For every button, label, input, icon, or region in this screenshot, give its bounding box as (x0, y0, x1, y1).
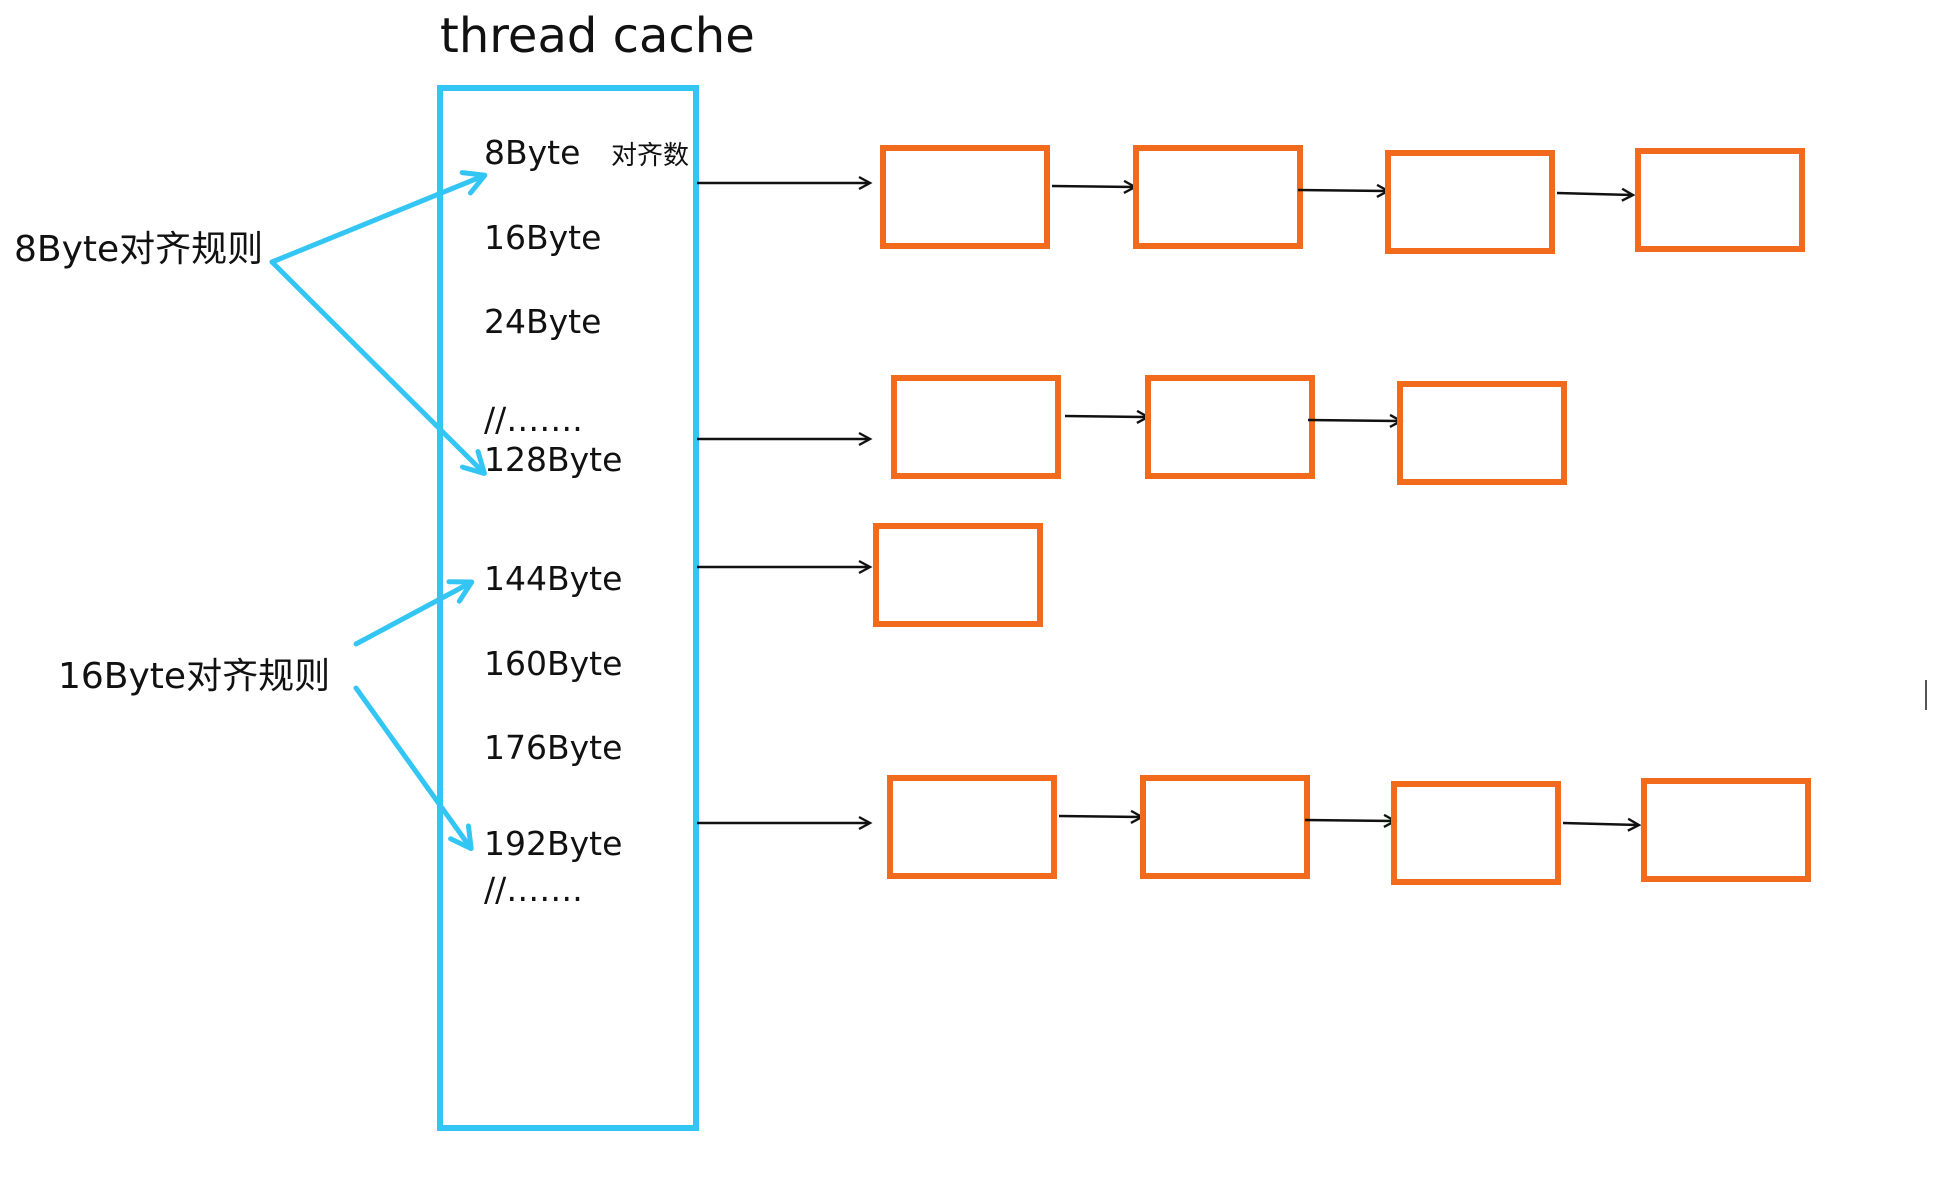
free-block (1145, 375, 1315, 479)
free-block (1635, 148, 1805, 252)
alignment-note: 对齐数 (611, 141, 690, 171)
free-block (1391, 781, 1561, 885)
rule-arrow-to-128byte (269, 259, 487, 476)
next-arrow (1051, 179, 1138, 194)
size-class-label: 8Byte (484, 133, 581, 172)
free-list-8byte (697, 145, 1805, 254)
diagram-title: thread cache (440, 8, 755, 64)
free-list-144byte (697, 523, 1043, 627)
thread-cache-box (437, 85, 699, 1131)
rule-8byte-arrows (269, 170, 488, 476)
size-class-label: 144Byte (484, 559, 623, 598)
next-arrow (1562, 817, 1642, 832)
rule-arrow-to-192byte (353, 685, 474, 852)
rule-arrow-to-8byte (269, 170, 488, 265)
free-block (891, 375, 1061, 479)
size-class-label: 16Byte (484, 218, 602, 257)
next-arrow (1307, 413, 1404, 428)
free-block (873, 523, 1043, 627)
size-class-label: 128Byte (484, 440, 623, 479)
ellipsis-label: //……. (484, 400, 583, 439)
next-arrow (1064, 409, 1151, 424)
rule-arrow-to-144byte (353, 579, 475, 647)
free-block (887, 775, 1057, 879)
free-list-192byte (697, 775, 1811, 885)
free-block (1133, 145, 1303, 249)
free-list-128byte (697, 375, 1567, 485)
rule-16byte-label: 16Byte对齐规则 (58, 656, 331, 697)
next-arrow (1304, 813, 1398, 828)
next-arrow (1058, 809, 1145, 824)
size-class-label: 24Byte (484, 302, 602, 341)
size-class-label: 176Byte (484, 728, 623, 767)
free-block (1385, 150, 1555, 254)
free-block (1641, 778, 1811, 882)
free-block (1140, 775, 1310, 879)
next-arrow (1556, 187, 1636, 202)
ellipsis-label: //……. (484, 870, 583, 909)
size-class-label: 192Byte (484, 824, 623, 863)
free-block (1397, 381, 1567, 485)
free-block (880, 145, 1050, 249)
rule-8byte-label: 8Byte对齐规则 (14, 229, 264, 270)
rule-16byte-arrows (353, 579, 475, 852)
text-cursor (1925, 680, 1927, 710)
next-arrow (1297, 183, 1391, 198)
size-class-label: 160Byte (484, 644, 623, 683)
